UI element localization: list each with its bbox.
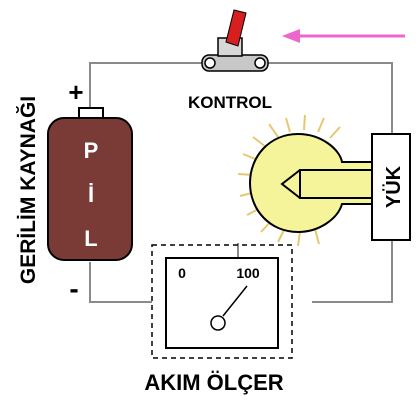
switch-label: KONTROL: [188, 93, 272, 112]
light-bulb: [248, 132, 373, 234]
switch-lever[interactable]: [225, 9, 247, 47]
meter-needle: [222, 285, 248, 317]
ammeter-title: AKIM ÖLÇER: [144, 370, 283, 395]
ammeter: 0 100: [151, 244, 293, 359]
battery-letter-p: P: [84, 138, 99, 163]
control-switch[interactable]: [201, 9, 269, 72]
battery-letter-l: L: [84, 226, 97, 251]
battery-letter-i: İ: [88, 182, 94, 207]
pointer-arrow: [282, 29, 405, 43]
meter-pivot: [210, 315, 226, 331]
meter-scale-min: 0: [178, 265, 186, 281]
meter-scale-max: 100: [236, 265, 260, 281]
battery: P İ L: [47, 107, 133, 261]
load-label: YÜK: [382, 165, 405, 208]
voltage-source-title: GERİLİM KAYNAĞI: [16, 96, 40, 284]
plus-terminal-sign: +: [68, 77, 83, 107]
load-box: [371, 133, 411, 241]
minus-terminal-sign: -: [69, 273, 78, 304]
